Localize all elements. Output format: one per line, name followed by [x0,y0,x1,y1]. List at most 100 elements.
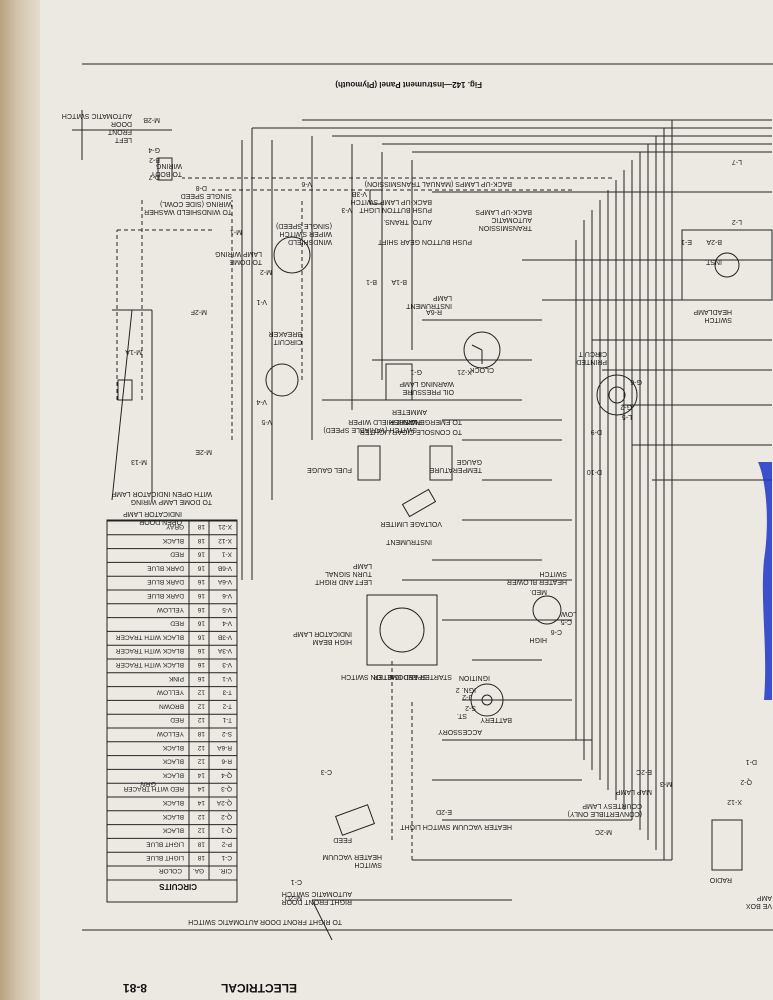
svg-text:X-12: X-12 [727,798,742,805]
svg-text:TO DOME LAMP WIRING: TO DOME LAMP WIRING [131,498,212,505]
svg-text:LEFT AND RIGHT: LEFT AND RIGHT [314,578,372,585]
svg-text:L-2: L-2 [732,218,742,225]
handwritten-note: GRN [140,780,157,787]
table-cell: 18 [197,537,205,544]
svg-text:TEMPERATURE: TEMPERATURE [429,466,482,473]
svg-text:WIRING (SIDE COWL): WIRING (SIDE COWL) [160,200,232,207]
svg-text:TRANSMISSION: TRANSMISSION [479,224,532,231]
svg-text:S-2: S-2 [465,704,476,711]
table-cell: BLACK [162,758,184,765]
svg-text:TO CONSOLE CIGAR LIGHTER: TO CONSOLE CIGAR LIGHTER [360,428,462,435]
svg-text:BREAKER: BREAKER [269,330,302,337]
svg-text:M-3: M-3 [660,780,672,787]
table-cell: LIGHT BLUE [146,840,184,847]
svg-text:SWITCH (VARIABLE SPEED): SWITCH (VARIABLE SPEED) [323,426,417,433]
table-cell: YELLOW [156,689,184,696]
svg-text:PRINTED: PRINTED [576,358,607,365]
table-cell: 16 [197,620,205,627]
table-cell: 16 [197,564,205,571]
svg-text:WITH OPEN INDICATOR LAMP: WITH OPEN INDICATOR LAMP [111,490,212,497]
table-cell: 18 [197,730,205,737]
svg-text:SWITCH: SWITCH [539,570,567,577]
svg-text:VOLTAGE LIMITER: VOLTAGE LIMITER [380,520,442,527]
svg-text:OIL PRESSURE: OIL PRESSURE [402,388,454,395]
table-cell: DARK BLUE [146,592,184,599]
svg-text:C-5: C-5 [561,618,572,625]
svg-text:V-6: V-6 [301,180,312,187]
svg-text:V-4: V-4 [256,398,267,405]
svg-text:WIRING: WIRING [156,162,182,169]
svg-text:SINGLE SPEED: SINGLE SPEED [181,192,232,199]
table-cell: R-6 [221,758,232,765]
table-cell: YELLOW [156,606,184,613]
svg-text:C-3: C-3 [321,768,332,775]
table-cell: V-1 [222,675,232,682]
table-cell: 12 [197,758,205,765]
svg-text:D-8: D-8 [196,184,207,191]
svg-text:TO EMERGENCY: TO EMERGENCY [405,418,462,425]
svg-text:V-3B: V-3B [351,190,367,197]
circuit-breaker-area: CIRCUIT BREAKER WINDSHIELD WIPER SWITCH … [265,330,417,433]
svg-text:M-2E: M-2E [195,448,212,455]
svg-text:J-2: J-2 [462,693,472,700]
table-cell: 16 [197,675,205,682]
svg-text:M-2: M-2 [260,268,272,275]
svg-text:G-2: G-2 [620,403,632,410]
svg-text:HIGH BEAM: HIGH BEAM [313,638,352,645]
svg-text:M-2F: M-2F [191,308,207,315]
svg-text:STARTER AND IGNITION SWITCH: STARTER AND IGNITION SWITCH [341,673,452,680]
svg-text:VE BOX: VE BOX [746,902,772,909]
svg-text:LEFT: LEFT [114,136,132,143]
table-cell: PINK [168,675,184,682]
svg-text:BACK-UP LAMPS (MANUAL TRANSMIS: BACK-UP LAMPS (MANUAL TRANSMISSION) [365,180,512,187]
section-header: ELECTRICAL [221,981,297,995]
svg-text:(SINGLE SPEED): (SINGLE SPEED) [276,222,332,229]
table-cell: BLACK [162,813,184,820]
svg-text:B-1: B-1 [366,278,377,285]
table-cell: 14 [197,799,205,806]
svg-text:IGN. 2: IGN. 2 [456,686,476,693]
svg-text:M-13: M-13 [131,458,147,465]
svg-text:INSTRUMENT: INSTRUMENT [405,302,452,309]
svg-text:MED.: MED. [529,588,547,595]
svg-text:(CONVERTIBLE ONLY): (CONVERTIBLE ONLY) [568,810,642,817]
table-cell: V-6B [218,564,232,571]
table-cell: RED [170,716,184,723]
printed-circuit: PRINTED CIRCUIT [576,350,638,416]
svg-text:TO BODY: TO BODY [150,170,182,177]
table-cell: BLACK WITH TRACER [116,633,184,640]
svg-text:BACK-UP LAMPS: BACK-UP LAMPS [475,208,532,215]
svg-text:V-3: V-3 [341,206,352,213]
svg-text:X-21: X-21 [457,368,472,375]
svg-text:E-1: E-1 [681,238,692,245]
table-cell: X-21 [218,523,232,530]
clock: CLOCK [463,331,501,373]
page-binding-shadow [0,0,40,1000]
svg-text:PUSH BUTTON LIGHT: PUSH BUTTON LIGHT [359,206,432,213]
table-cell: 12 [197,689,205,696]
radio-area: RADIO COURTESY LAMP (CONVERTIBLE ONLY) M… [568,788,743,883]
table-cell: V-3A [217,647,232,654]
table-cell: DARK BLUE [146,564,184,571]
svg-text:COURTESY LAMP: COURTESY LAMP [582,802,642,809]
svg-text:Q-2: Q-2 [740,778,752,785]
headlamp-switch: HEADLAMP SWITCH INST. [681,229,773,323]
svg-text:C-1: C-1 [291,878,302,885]
table-cell: V-4 [222,620,232,627]
table-cell: DARK BLUE [146,578,184,585]
right-door-switch: RIGHT FRONT DOOR AUTOMATIC SWITCH TO RIG… [188,890,772,925]
svg-text:WARNING LAMP: WARNING LAMP [399,380,454,387]
svg-text:BATTERY: BATTERY [480,716,512,723]
table-cell: 14 [197,771,205,778]
table-cell: X-1 [222,551,233,558]
temperature-gauge: TEMPERATURE GAUGE [429,445,482,481]
header-color: COLOR [159,867,182,874]
svg-text:M-1A: M-1A [125,348,142,355]
svg-text:RIGHT FRONT DOOR: RIGHT FRONT DOOR [281,898,352,905]
svg-text:LAMP: LAMP [353,562,372,569]
table-cell: T-2 [222,702,232,709]
svg-text:SWITCH: SWITCH [704,316,732,323]
table-cell: 12 [197,744,205,751]
